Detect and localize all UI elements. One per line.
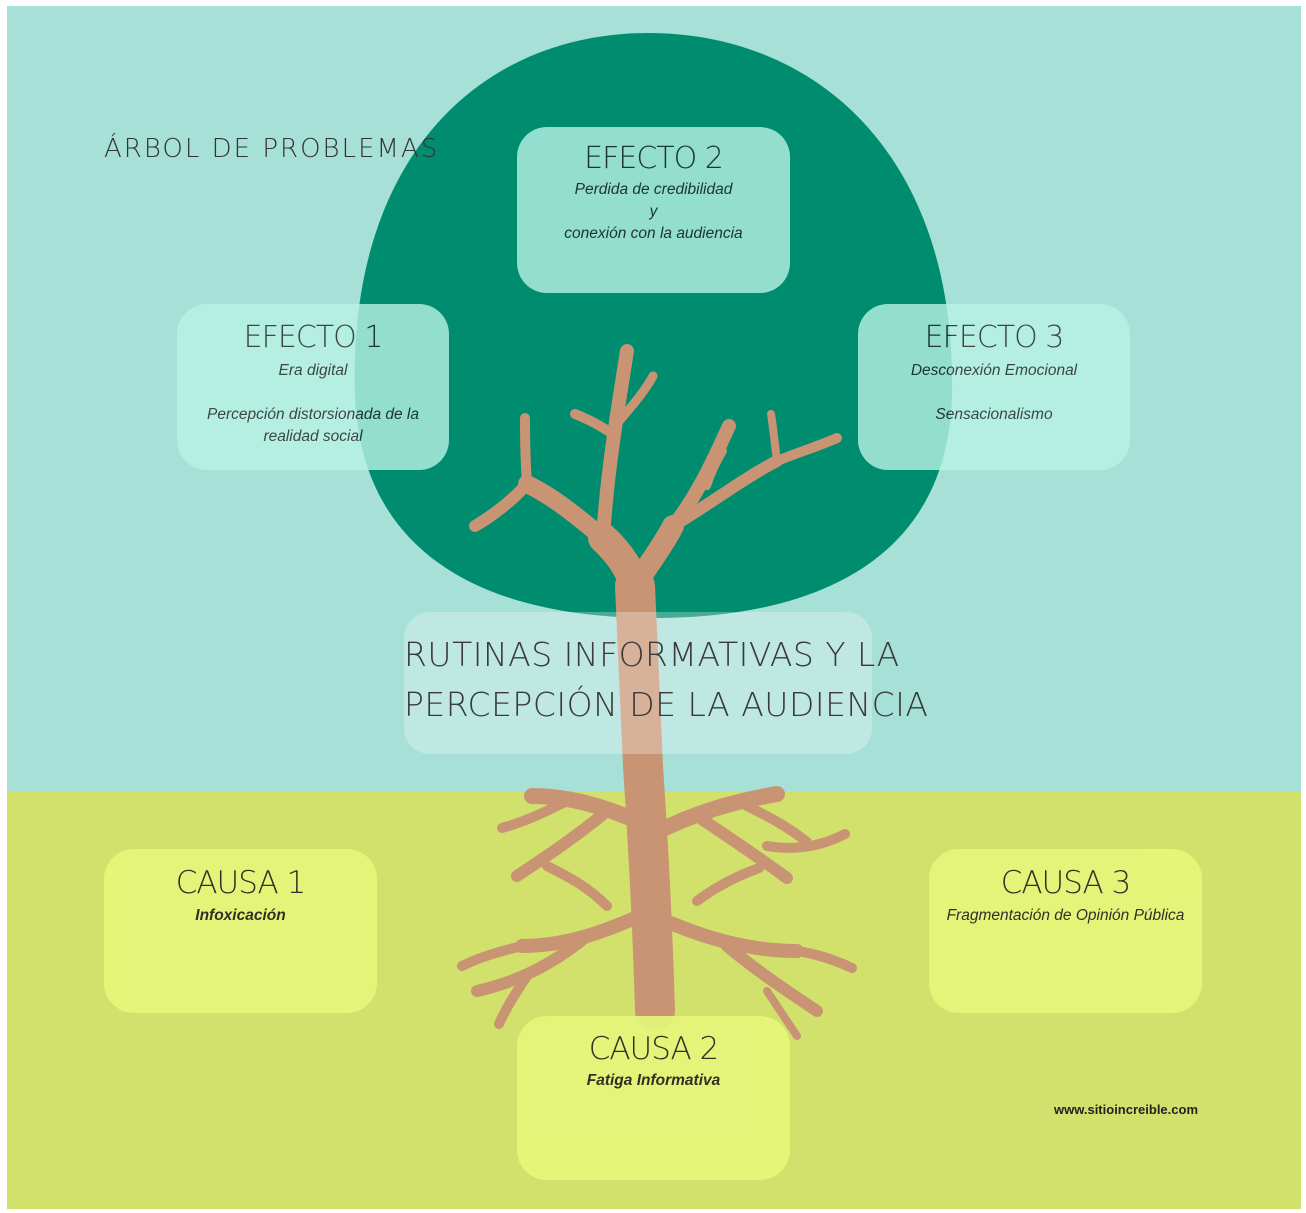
effect-1-box: EFECTO 1 Era digital Percepción distorsi… <box>177 304 449 470</box>
effect-2-box: EFECTO 2 Perdida de credibilidad y conex… <box>517 127 790 293</box>
cause-3-text: Fragmentación de Opinión Pública <box>946 907 1185 924</box>
effect-3-title: EFECTO 3 <box>924 320 1065 355</box>
central-problem-line-2: PERCEPCIÓN DE LA AUDIENCIA <box>404 685 929 724</box>
effect-3-text-2: Sensacionalismo <box>935 406 1053 423</box>
diagram-title: ÁRBOL DE PROBLEMAS <box>104 134 440 164</box>
effect-1-text-1: Era digital <box>278 362 348 379</box>
cause-1-box: CAUSA 1 Infoxicación <box>104 849 377 1013</box>
effect-2-title: EFECTO 2 <box>584 141 724 176</box>
central-problem-line-1: RUTINAS INFORMATIVAS Y LA <box>404 635 900 674</box>
cause-2-title: CAUSA 2 <box>588 1031 720 1067</box>
footer-website-link[interactable]: www.sitioincreible.com <box>1054 1102 1198 1117</box>
cause-1-text: Infoxicación <box>195 907 286 924</box>
effect-1-text-2: Percepción distorsionada de la <box>207 406 419 423</box>
effect-2-text-1: Perdida de credibilidad <box>574 181 733 198</box>
effect-1-title: EFECTO 1 <box>243 320 384 355</box>
tree-foliage <box>354 33 953 618</box>
cause-2-box: CAUSA 2 Fatiga Informativa <box>517 1016 790 1180</box>
effect-2-text-2: y <box>649 203 658 220</box>
cause-2-text: Fatiga Informativa <box>586 1072 721 1089</box>
effect-3-text-1: Desconexión Emocional <box>910 362 1078 379</box>
tree-trunk <box>469 344 842 1031</box>
diagram-canvas: ÁRBOL DE PROBLEMAS EFECTO 1 Era digital … <box>7 6 1301 1209</box>
cause-3-title: CAUSA 3 <box>1000 865 1132 901</box>
effect-2-text-3: conexión con la audiencia <box>564 225 743 242</box>
central-problem-box: RUTINAS INFORMATIVAS Y LA PERCEPCIÓN DE … <box>404 612 929 754</box>
tree-roots <box>457 786 857 1040</box>
effect-1-text-3: realidad social <box>263 428 363 445</box>
tree-illustration <box>354 33 953 1040</box>
cause-1-title: CAUSA 1 <box>175 865 307 901</box>
effect-3-box: EFECTO 3 Desconexión Emocional Sensacion… <box>858 304 1130 470</box>
cause-3-box: CAUSA 3 Fragmentación de Opinión Pública <box>929 849 1202 1013</box>
